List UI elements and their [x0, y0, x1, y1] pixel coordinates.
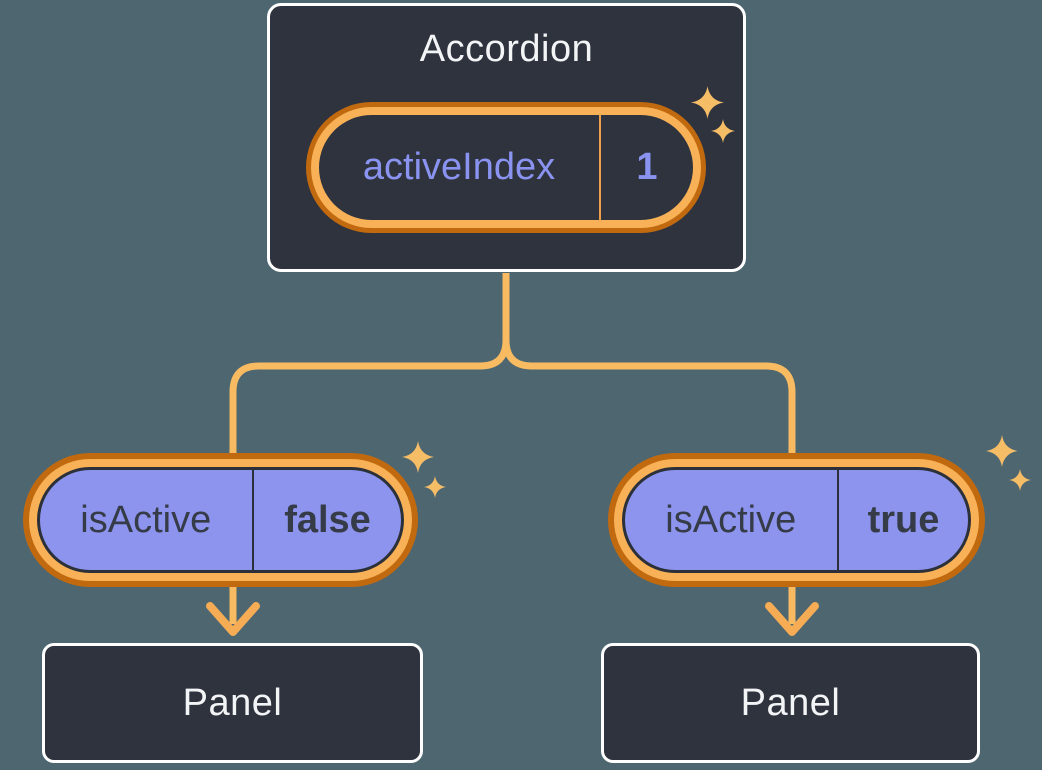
sparkle-icon: [424, 476, 446, 498]
sparkle-icon: [986, 435, 1018, 467]
sparkle-icon: [402, 441, 434, 473]
prop-pill-left-divider: [251, 470, 254, 570]
sparkle-icon: [691, 86, 724, 119]
branch-right-line: [502, 273, 796, 457]
panel-node-left: Panel: [42, 643, 423, 763]
prop-value-label-right: true: [867, 498, 940, 541]
branch-left-line: [229, 273, 510, 457]
prop-pill-left-core: isActive false: [37, 467, 404, 573]
prop-pill-right-inner-ring: isActive true: [614, 459, 979, 581]
prop-name-label-right: isActive: [665, 498, 797, 541]
prop-pill-right: isActive true: [608, 453, 985, 587]
prop-name-label-left: isActive: [80, 498, 212, 541]
panel-right-title: Panel: [740, 681, 841, 724]
panel-left-title: Panel: [182, 681, 283, 724]
arrow-left-head: [206, 602, 260, 636]
sparkle-icon: [711, 119, 735, 143]
sparkle-icon: [1009, 469, 1031, 491]
state-value-label: 1: [636, 146, 658, 188]
prop-pill-right-core: isActive true: [622, 467, 971, 573]
state-pill-core: activeIndex 1: [319, 115, 693, 220]
prop-pill-left: isActive false: [23, 453, 418, 587]
state-pill-divider: [599, 115, 601, 220]
prop-pill-right-divider: [836, 470, 839, 570]
panel-node-right: Panel: [601, 643, 980, 763]
prop-value-label-left: false: [284, 498, 371, 541]
state-name-label: activeIndex: [362, 146, 556, 188]
state-pill-inner-ring: activeIndex 1: [311, 107, 701, 228]
prop-pill-left-inner-ring: isActive false: [29, 459, 412, 581]
accordion-node-title: Accordion: [419, 28, 594, 70]
state-pill: activeIndex 1: [306, 102, 706, 233]
arrow-right-head: [765, 602, 819, 636]
accordion-node: Accordion activeIndex 1: [267, 3, 746, 272]
